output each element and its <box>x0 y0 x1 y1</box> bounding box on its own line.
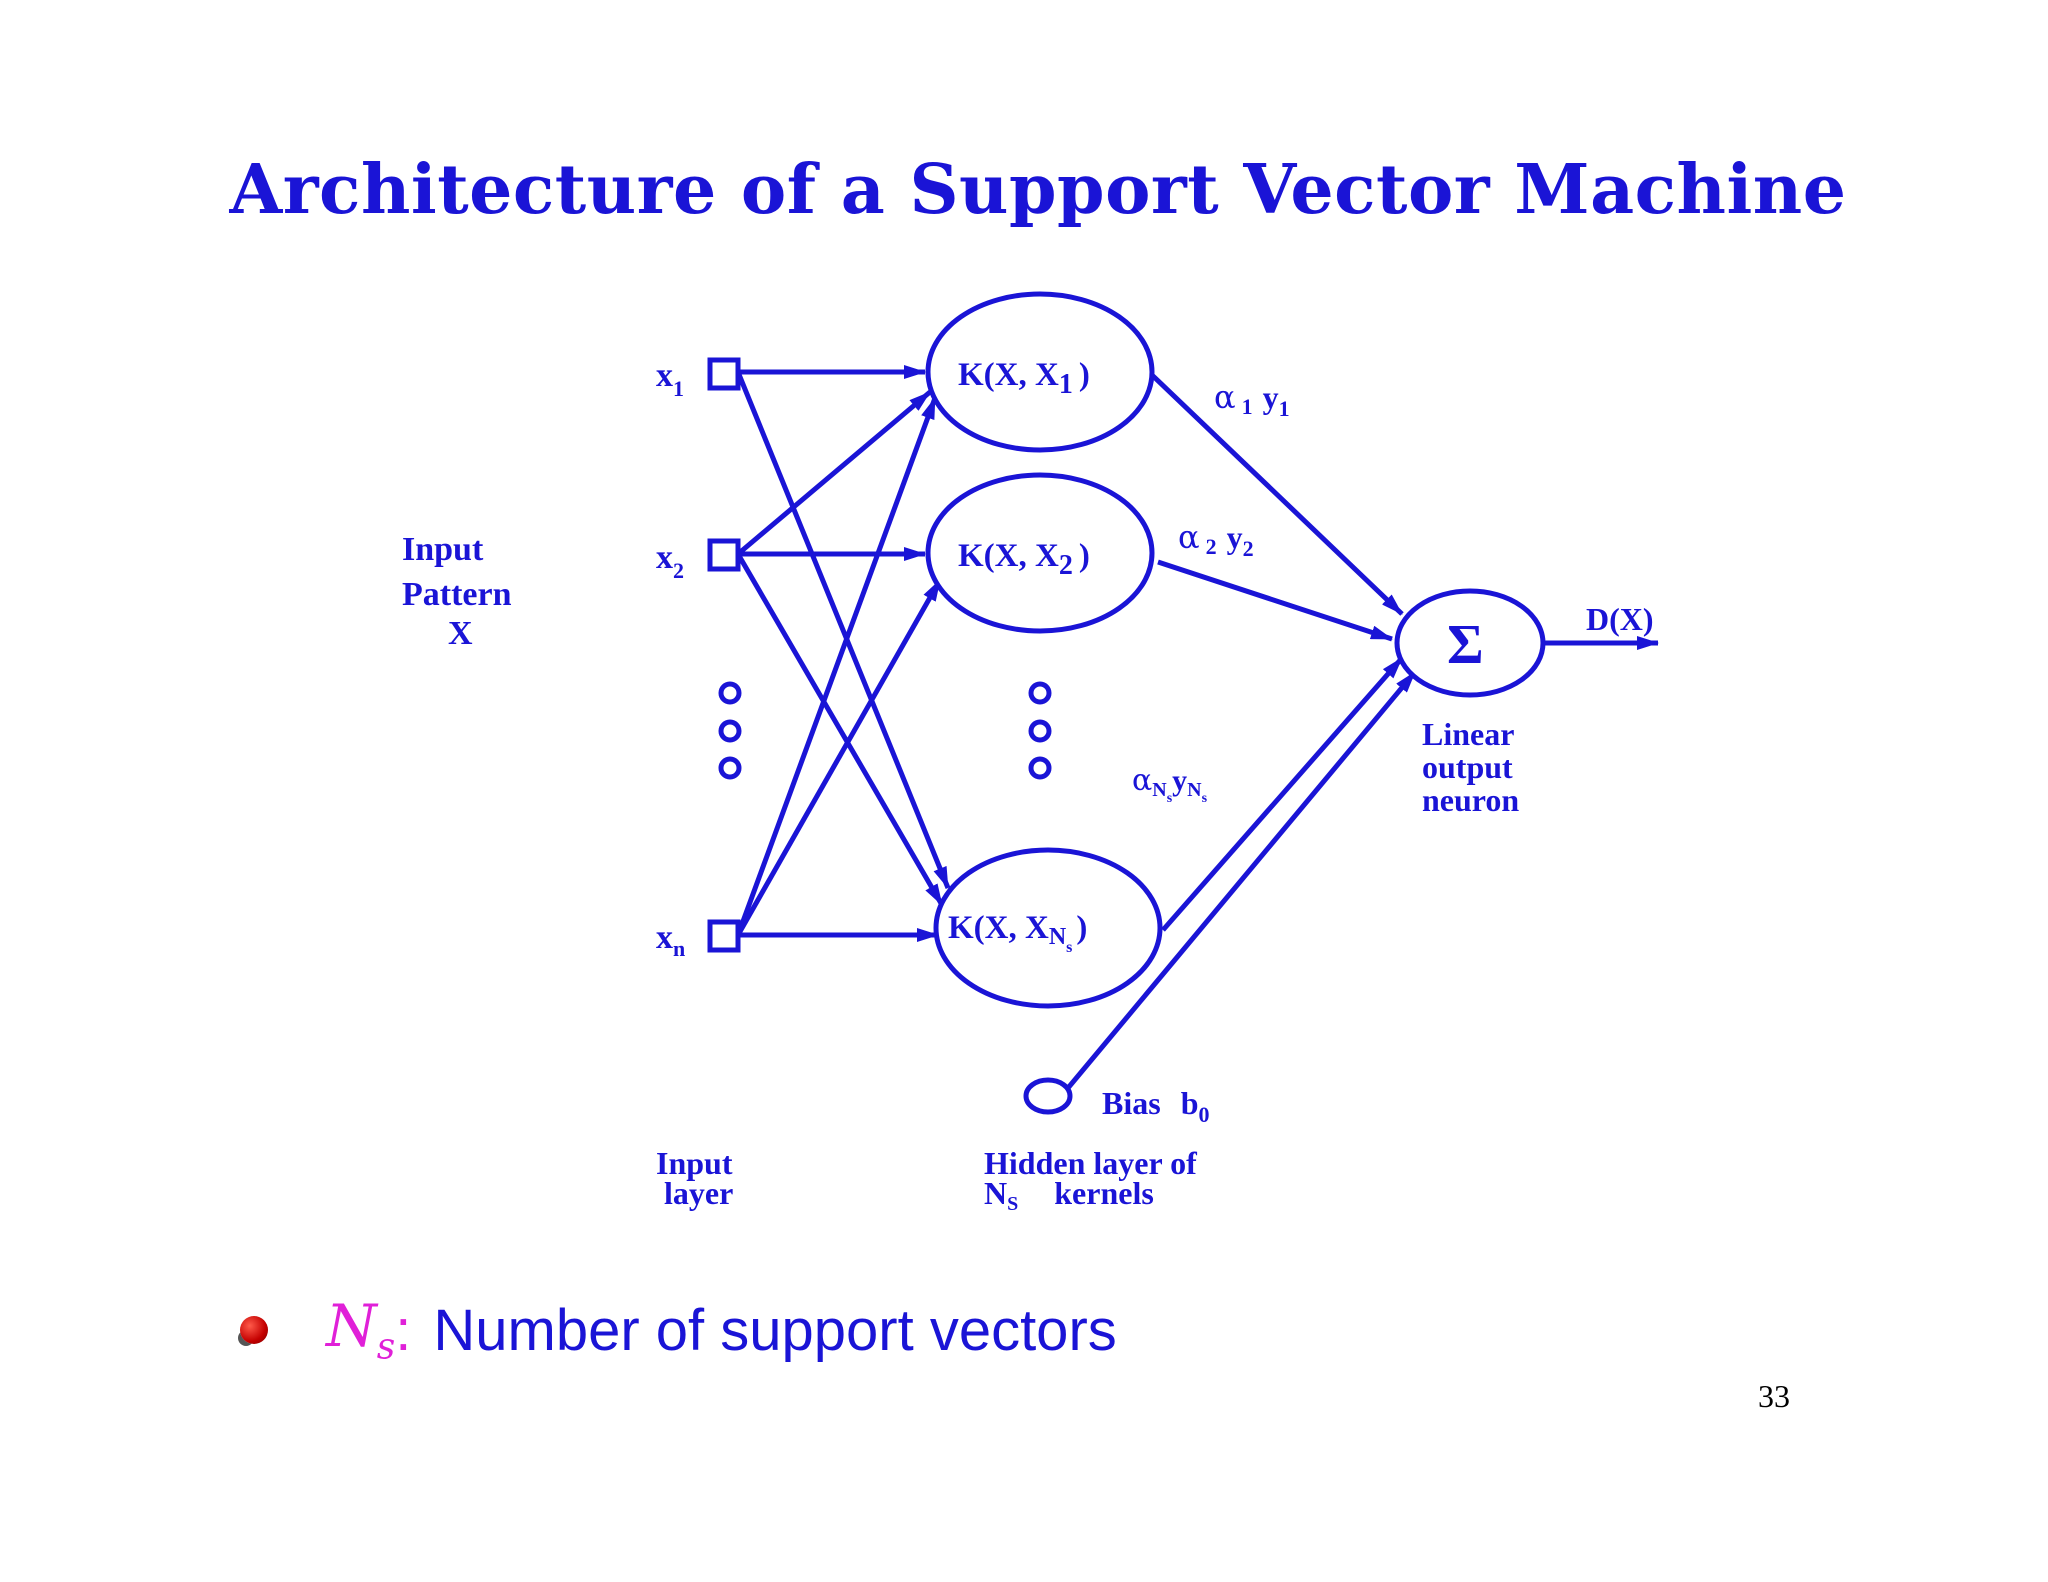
input-label-x2: x2 <box>656 539 684 583</box>
input-layer-label: Input layer <box>656 1145 741 1211</box>
input-node-xn <box>707 919 741 953</box>
sum-node <box>1394 588 1546 698</box>
slide-title: Architecture of a Support Vector Machine <box>229 150 1847 230</box>
bullet-text: Number of support vectors <box>433 1297 1117 1363</box>
hidden-layer-label: Hidden layer of <box>984 1145 1197 1181</box>
output-neuron-label: Linear output neuron <box>1422 716 1522 818</box>
edge-k3-sum <box>1161 656 1404 932</box>
input-node-x1 <box>707 357 741 391</box>
input-ellipsis-dot <box>718 756 742 780</box>
edge-x2-k3 <box>735 552 945 907</box>
bullet-colon: : <box>395 1297 412 1363</box>
edge-k2-sum <box>1157 559 1393 642</box>
edge-x2-k1 <box>736 390 932 556</box>
hidden-ellipsis-dot <box>1028 756 1052 780</box>
sum-symbol: Σ <box>1447 614 1484 676</box>
hidden-ellipsis-dot <box>1028 719 1052 743</box>
input-ellipsis-dot <box>718 681 742 705</box>
weight-label-ns: αNsyNs <box>1132 763 1208 806</box>
output-label: D(X) <box>1586 601 1654 637</box>
kernel-node-1 <box>925 291 1155 453</box>
input-ellipsis-dot <box>718 719 742 743</box>
bias-node <box>1023 1077 1073 1115</box>
input-label-x1: x1 <box>656 357 684 401</box>
kernel-label-2: K(X, X2) <box>958 538 1090 581</box>
edge-xn-k1 <box>735 397 938 936</box>
bullet-dot-icon <box>240 1316 268 1344</box>
edge-bias-sum <box>1066 670 1417 1090</box>
input-label-xn: xn <box>656 919 685 961</box>
edge-xn-k2 <box>735 578 943 937</box>
kernel-node-2 <box>925 472 1155 634</box>
hidden-ellipsis-dot <box>1028 681 1052 705</box>
ns-symbol: Ns <box>326 1292 396 1368</box>
kernel-node-ns <box>933 847 1163 1009</box>
input-node-x2 <box>707 538 741 572</box>
page-number: 33 <box>1758 1378 1790 1414</box>
edge-x1-k3 <box>735 371 951 889</box>
edge-k1-sum <box>1150 373 1404 616</box>
kernel-label-ns: K(X, XNs) <box>948 910 1087 956</box>
kernel-label-1: K(X, X1) <box>958 357 1090 400</box>
bullet-item: Ns : Number of support vectors <box>240 1290 1117 1370</box>
input-pattern-label: Input Pattern X <box>402 531 520 652</box>
connections <box>735 365 1659 1090</box>
